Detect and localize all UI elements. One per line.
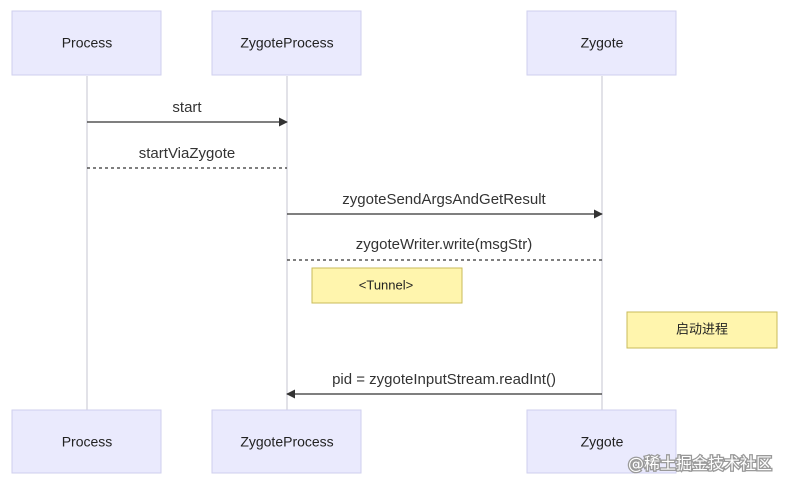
message-send-args-label: zygoteSendArgsAndGetResult [342, 191, 546, 208]
watermark: @稀土掘金技术社区 [627, 453, 774, 475]
actor-label: Zygote [581, 434, 624, 450]
actor-label: Process [62, 35, 113, 51]
note-start-process-label: 启动进程 [676, 321, 728, 336]
actor-zygote-process-bottom: ZygoteProcess [211, 409, 362, 474]
actor-label: Process [62, 434, 113, 450]
actor-zygote-process-top: ZygoteProcess [211, 10, 362, 76]
message-read-int-label: pid = zygoteInputStream.readInt() [332, 371, 556, 388]
note-start-process: 启动进程 [626, 311, 778, 349]
actor-label: ZygoteProcess [240, 434, 333, 450]
message-writer-write-label: zygoteWriter.write(msgStr) [356, 236, 532, 253]
message-start-label: start [172, 99, 202, 116]
actor-zygote-bottom: Zygote [526, 409, 677, 474]
actor-process-top: Process [11, 10, 162, 76]
note-tunnel-label: <Tunnel> [359, 277, 413, 292]
message-start-via-zygote-label: startViaZygote [139, 145, 235, 162]
watermark-text: @稀土掘金技术社区 [628, 454, 772, 473]
actor-label: Zygote [581, 35, 624, 51]
actor-label: ZygoteProcess [240, 35, 333, 51]
actor-process-bottom: Process [11, 409, 162, 474]
actor-zygote-top: Zygote [526, 10, 677, 76]
note-tunnel: <Tunnel> [311, 267, 463, 304]
